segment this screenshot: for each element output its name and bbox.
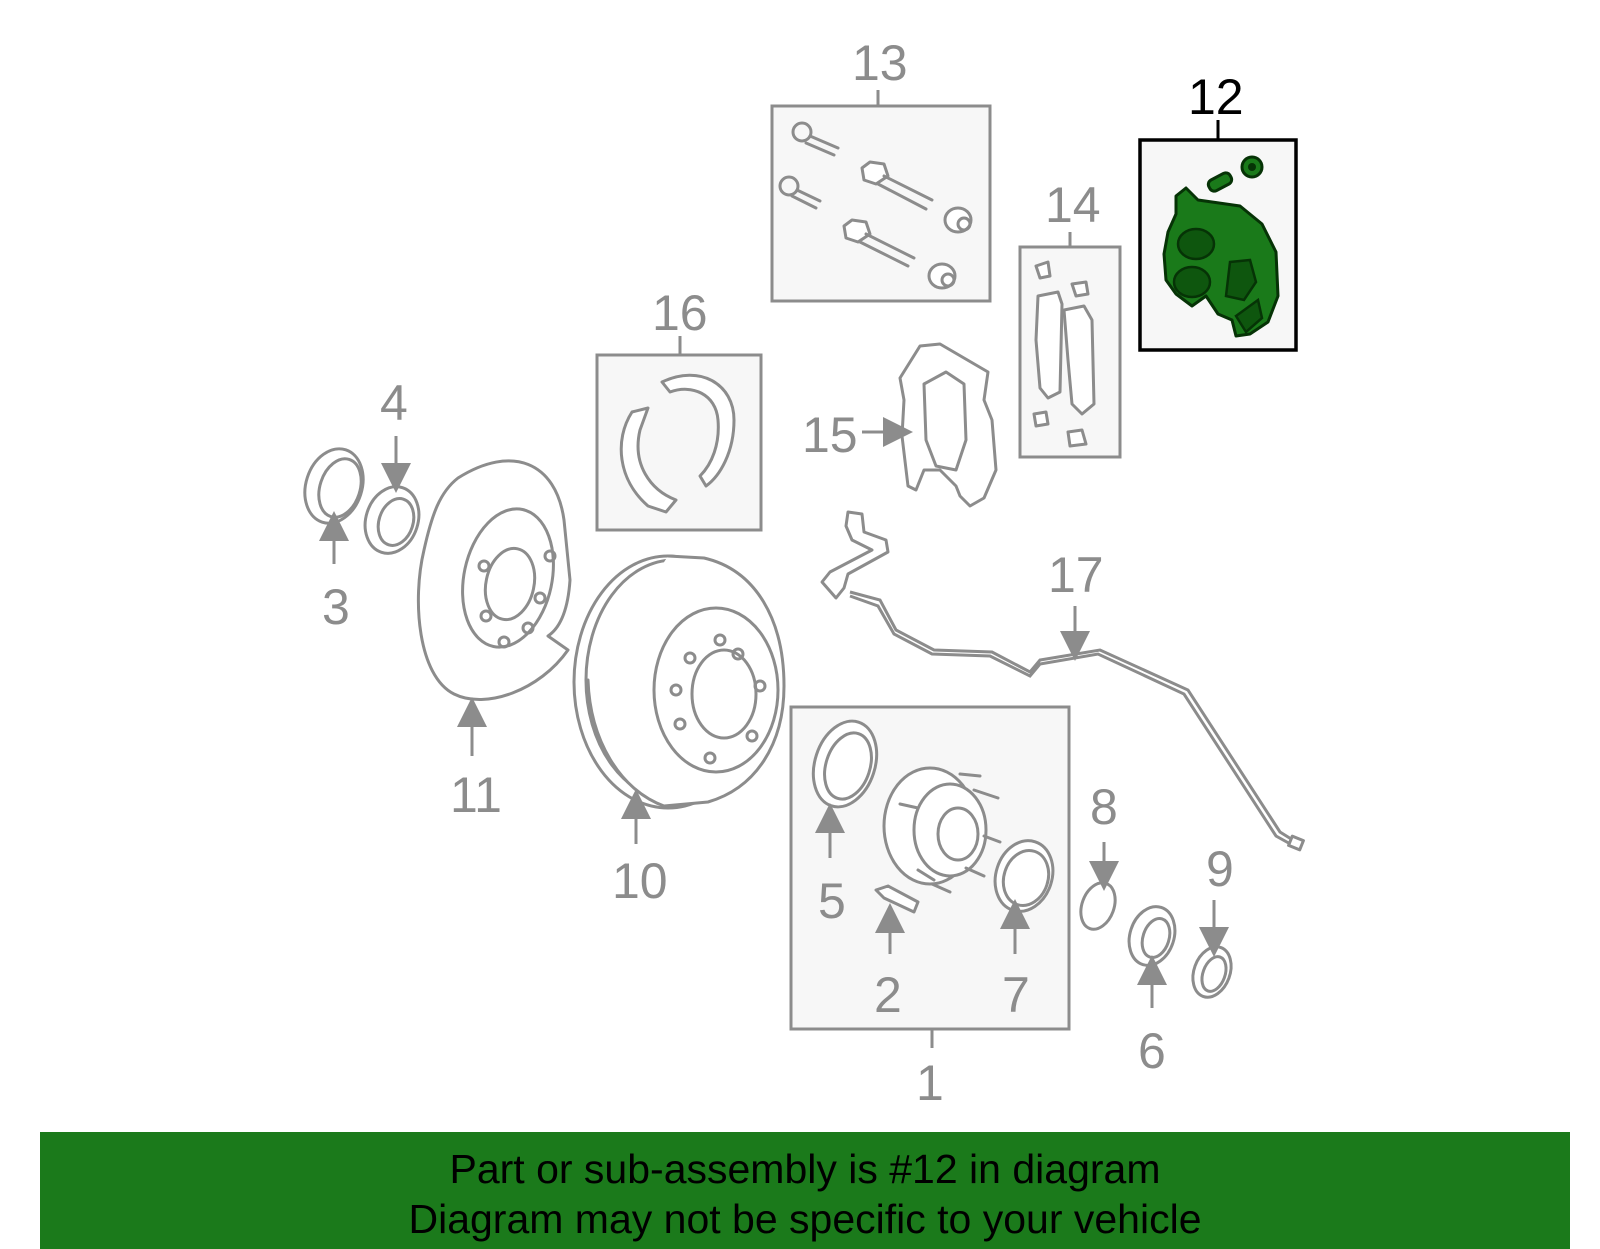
part-4-bearing[interactable] [357,480,427,561]
part-3-seal[interactable] [296,441,373,531]
banner-line-2: Diagram may not be specific to your vehi… [408,1196,1202,1242]
callout-15: 15 [802,407,858,463]
callout-3: 3 [322,579,350,635]
part-group-16-parking-brake-shoes[interactable] [595,336,763,532]
callout-5: 5 [818,873,846,929]
callout-12: 12 [1188,69,1244,125]
part-group-1-hub-assembly[interactable] [789,705,1071,1048]
callout-13: 13 [852,35,908,91]
part-11-backing-plate[interactable] [416,459,572,701]
part-group-14-brake-pads[interactable] [1018,232,1122,459]
callout-14: 14 [1045,177,1101,233]
callout-11: 11 [450,767,502,823]
callout-7: 7 [1002,967,1030,1023]
callout-2: 2 [874,967,902,1023]
callout-16: 16 [652,285,708,341]
part-group-12-brake-caliper[interactable] [1138,120,1298,352]
callout-4: 4 [380,375,408,431]
exploded-parts-diagram: 13 12 14 15 [296,35,1305,1111]
callout-1: 1 [916,1055,944,1111]
part-15-caliper-bracket[interactable] [898,342,998,508]
part-group-13-hardware-kit[interactable] [770,90,992,303]
part-9-seal[interactable] [1186,941,1238,1002]
part-6-bearing[interactable] [1122,901,1182,972]
callout-6: 6 [1138,1023,1166,1079]
callout-10: 10 [612,853,668,909]
callout-17: 17 [1048,547,1104,603]
banner-line-1: Part or sub-assembly is #12 in diagram [449,1146,1161,1192]
part-8-o-ring[interactable] [1075,878,1121,934]
part-17-brake-hose[interactable] [820,510,1305,852]
info-banner: Part or sub-assembly is #12 in diagram D… [40,1132,1570,1249]
callout-8: 8 [1090,779,1118,835]
callout-9: 9 [1206,841,1234,897]
part-10-brake-rotor[interactable] [572,554,786,810]
